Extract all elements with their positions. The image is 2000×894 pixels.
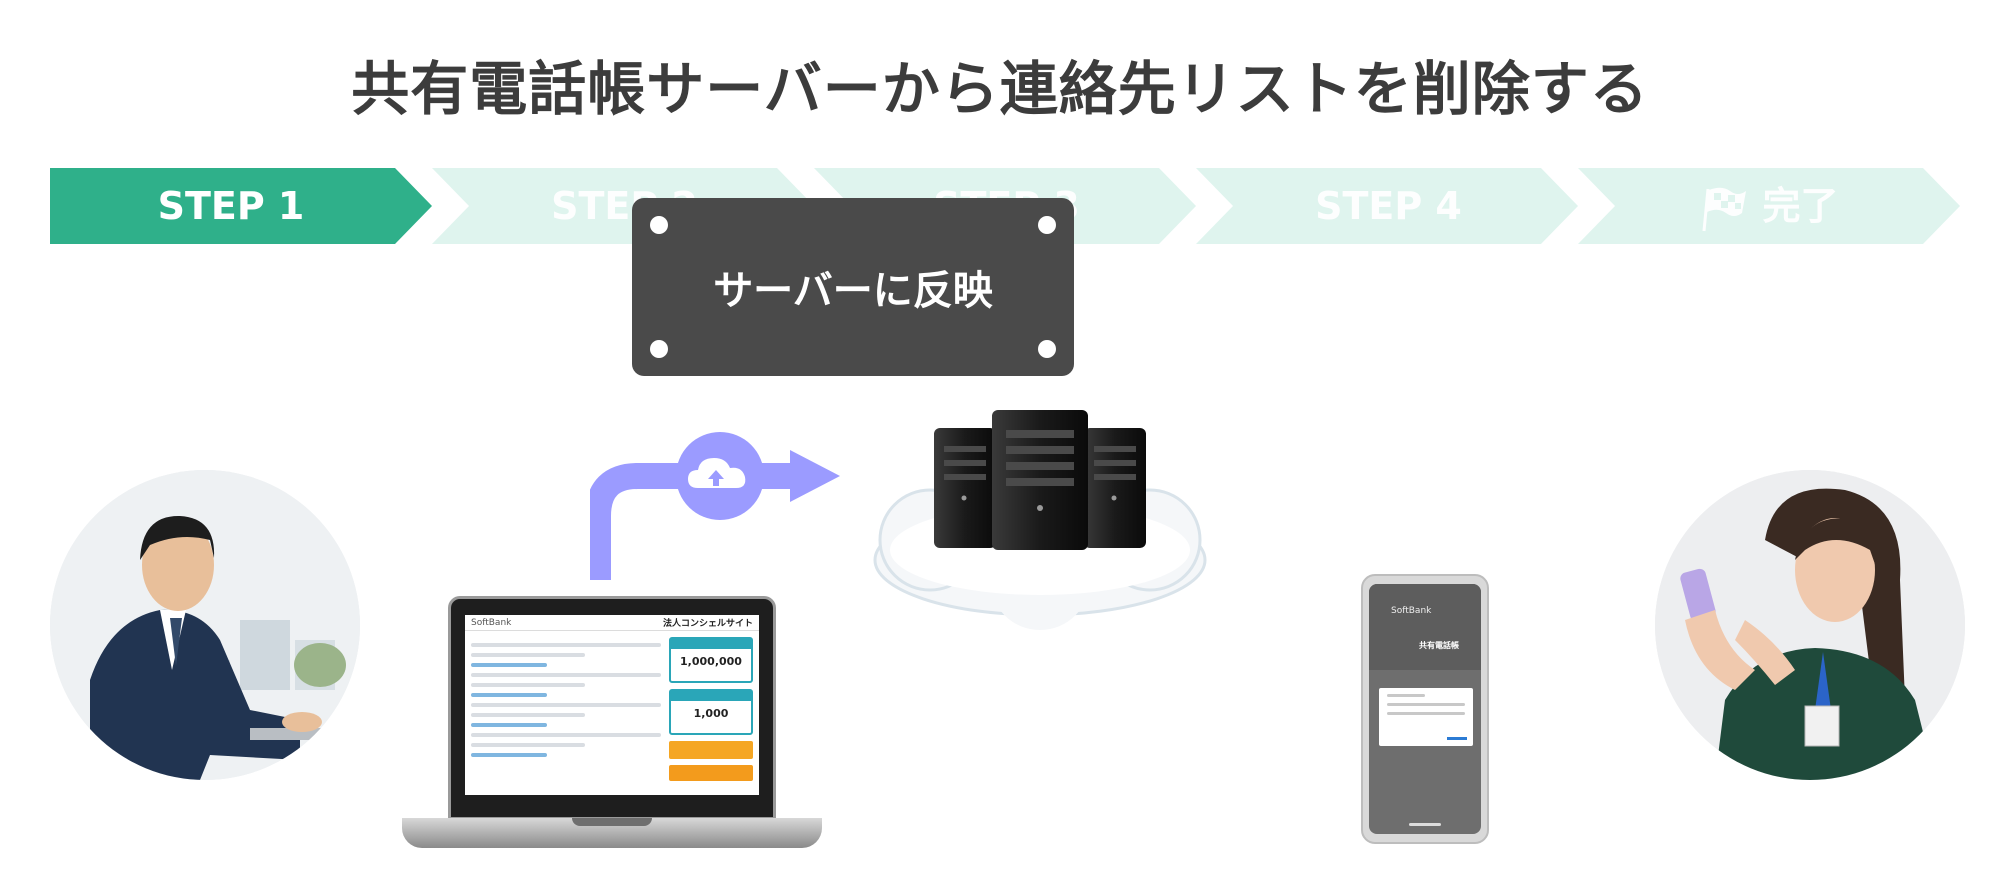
phone-sync-dialog (1379, 688, 1473, 746)
cloud-server-illustration (873, 410, 1207, 630)
softbank-logo: SoftBank (1391, 606, 1432, 616)
laptop-notch (572, 818, 652, 826)
smartphone-device: SoftBank 共有電話帳 (1361, 574, 1489, 844)
softbank-logo: SoftBank (471, 617, 512, 628)
upload-arrow (590, 432, 840, 580)
step-done-label: 完了 (1598, 168, 1943, 244)
phone-app-header: SoftBank 共有電話帳 (1369, 584, 1481, 670)
businesswoman-photo (1655, 470, 1965, 780)
step-1-chevron (50, 168, 432, 244)
callout-label: サーバーに反映 (713, 268, 993, 314)
stat-card: 1,000,000 (669, 637, 753, 683)
businessman-photo (50, 470, 360, 780)
server-sync-callout: サーバーに反映 (632, 198, 1074, 376)
businesswoman-illustration (1655, 470, 1965, 780)
laptop-site-body: 1,000,000 1,000 (465, 631, 759, 795)
step-done-chevron (1578, 168, 1960, 244)
server-icon (934, 410, 1146, 550)
laptop-device: SoftBank 法人コンシェルサイト 1,000,000 (402, 596, 822, 856)
phone-home-indicator (1409, 823, 1441, 826)
corner-dot (1038, 340, 1056, 358)
promo-banner (669, 765, 753, 781)
chat-support-banner (669, 741, 753, 759)
laptop-screen: SoftBank 法人コンシェルサイト 1,000,000 (448, 596, 776, 820)
phone-screen: SoftBank 共有電話帳 (1369, 584, 1481, 834)
laptop-menu-area (471, 637, 661, 787)
laptop-display: SoftBank 法人コンシェルサイト 1,000,000 (465, 615, 759, 795)
step-4-chevron (1196, 168, 1578, 244)
laptop-stats-area: 1,000,000 1,000 (669, 637, 753, 787)
page-title: 共有電話帳サーバーから連絡先リストを削除する (351, 55, 1649, 123)
phone-app-title: 共有電話帳 (1419, 641, 1459, 650)
laptop-site-header: SoftBank 法人コンシェルサイト (465, 615, 759, 631)
step-4-label: STEP 4 (1315, 184, 1462, 228)
corner-dot (650, 216, 668, 234)
stat-value: 1,000 (693, 707, 729, 720)
checkered-flag-icon (1702, 187, 1747, 231)
businessman-illustration (50, 470, 360, 780)
arrow-right-icon (790, 450, 840, 502)
step-1-label: STEP 1 (157, 184, 305, 228)
corner-dot (1038, 216, 1056, 234)
stat-card: 1,000 (669, 689, 753, 735)
step-done-text: 完了 (1762, 184, 1839, 228)
stat-value: 1,000,000 (680, 655, 742, 668)
laptop-site-title: 法人コンシェルサイト (662, 619, 753, 629)
corner-dot (650, 340, 668, 358)
